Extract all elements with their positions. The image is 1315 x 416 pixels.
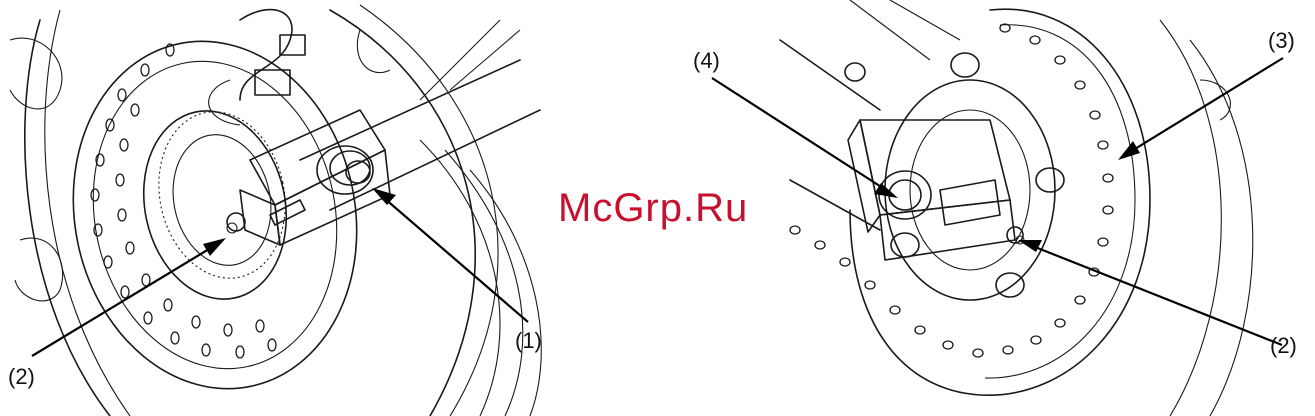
chain-links — [790, 24, 1113, 357]
left-callout-arrows — [32, 188, 528, 356]
callout-label-3: (3) — [1268, 30, 1295, 52]
callout-label-1: (1) — [515, 330, 542, 352]
disc-holes — [91, 44, 276, 358]
right-wheel-assembly — [780, 0, 1253, 416]
sprocket-nuts — [845, 53, 1064, 297]
callout-label-4: (4) — [693, 50, 720, 72]
watermark-text: McGrp.Ru — [558, 186, 748, 231]
callout-label-2-left: (2) — [8, 366, 35, 388]
callout-label-2-right: (2) — [1270, 335, 1297, 357]
left-wheel-assembly — [10, 5, 541, 416]
